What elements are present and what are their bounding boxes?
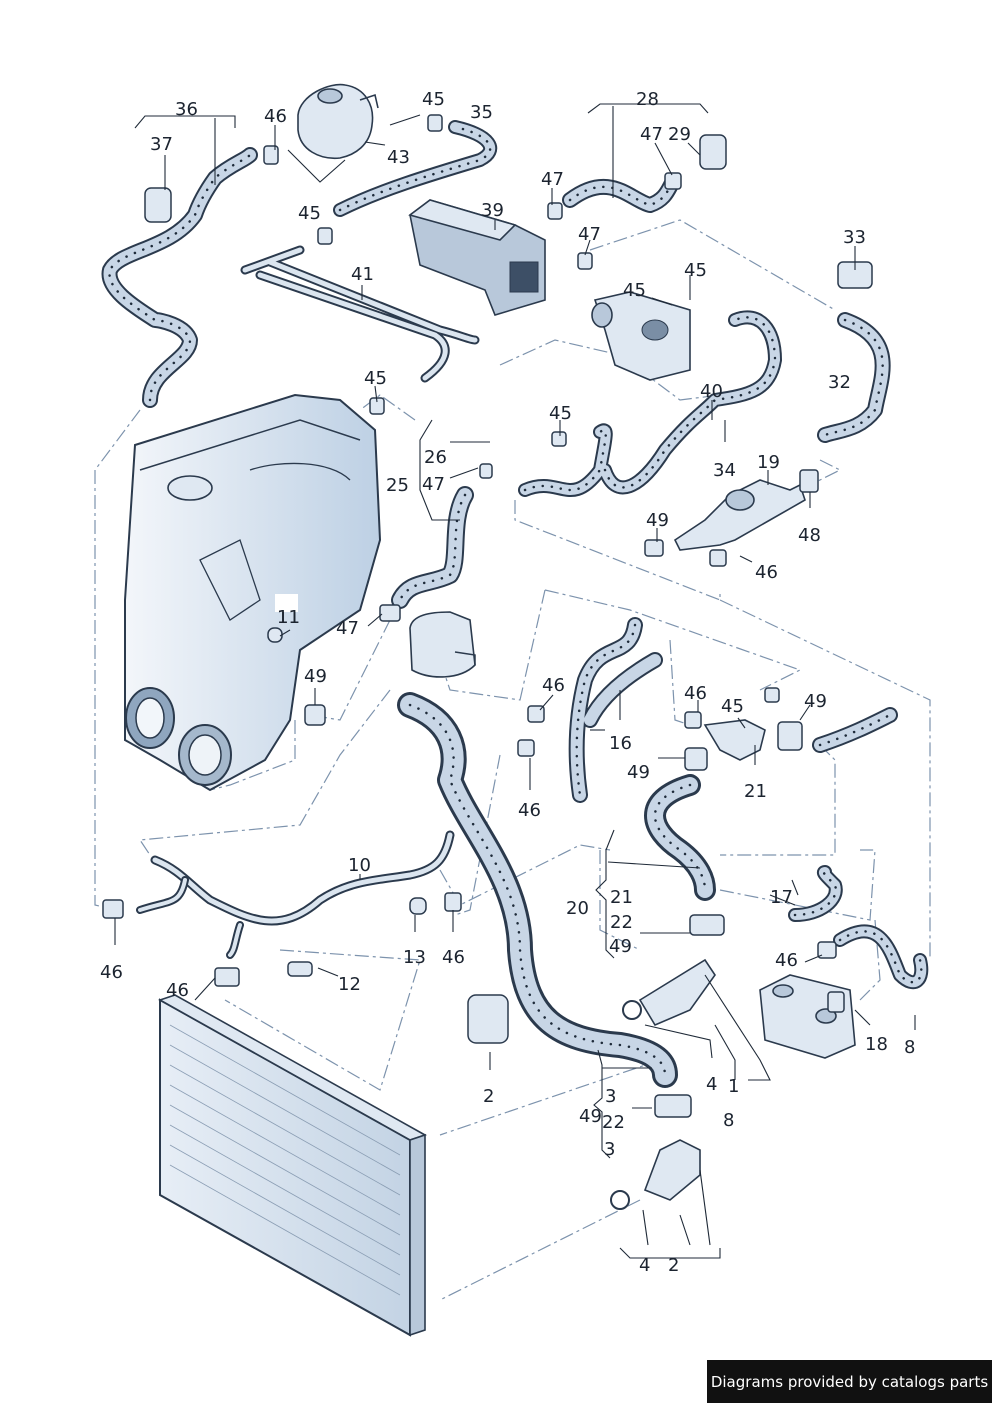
callout-label: 4	[706, 1074, 717, 1095]
callout-label: 48	[798, 525, 821, 546]
callout-label: 46	[755, 562, 778, 583]
t-piece-lower	[610, 1000, 701, 1210]
callout-label: 26	[424, 447, 447, 468]
callout-label: 47	[422, 474, 445, 495]
callout-label: 49	[646, 510, 669, 531]
callout-label: 45	[623, 280, 646, 301]
t-piece-upper	[638, 958, 716, 1027]
egr-valve	[591, 291, 691, 381]
thermostat-housing	[408, 199, 546, 316]
callout-label: 45	[298, 203, 321, 224]
callout-label: 20	[566, 898, 589, 919]
callout-label: 13	[403, 947, 426, 968]
leader-lines	[114, 103, 916, 1259]
callout-label: 49	[579, 1106, 602, 1127]
callout-label: 36	[175, 99, 198, 120]
callout-label: 47	[578, 224, 601, 245]
callout-label: 46	[518, 800, 541, 821]
callout-label: 47	[336, 618, 359, 639]
callout-label: 49	[804, 691, 827, 712]
footer-text: Diagrams provided by catalogs parts	[710, 1372, 989, 1391]
engine-block	[124, 393, 382, 792]
callout-label: 21	[744, 781, 767, 802]
callout-label: 3	[604, 1139, 615, 1160]
callout-label: 32	[828, 372, 851, 393]
callout-label: 12	[338, 974, 361, 995]
callout-label: 41	[351, 264, 374, 285]
callout-label: 11	[277, 607, 300, 628]
callout-label: 39	[481, 200, 504, 221]
callout-label: 43	[387, 147, 410, 168]
callout-label: 2	[668, 1255, 679, 1276]
callout-label: 46	[442, 947, 465, 968]
callout-label: 21	[610, 887, 633, 908]
callout-label: 33	[843, 227, 866, 248]
callout-label: 49	[609, 936, 632, 957]
callout-label: 11	[277, 607, 300, 628]
callout-label: 19	[757, 452, 780, 473]
callout-label: 46	[166, 980, 189, 1001]
callout-label: 49	[627, 762, 650, 783]
label-11-backdrop	[275, 594, 298, 612]
callout-label: 8	[723, 1110, 734, 1131]
callout-label: 28	[636, 89, 659, 110]
callout-label: 45	[684, 260, 707, 281]
callout-label: 4	[639, 1255, 650, 1276]
callout-label: 40	[700, 381, 723, 402]
callout-label: 46	[542, 675, 565, 696]
callout-label: 37	[150, 134, 173, 155]
oil-cooler	[759, 974, 856, 1059]
callout-label: 22	[602, 1112, 625, 1133]
callout-label: 10	[348, 855, 371, 876]
callout-label: 25	[386, 475, 409, 496]
callout-label: 45	[721, 696, 744, 717]
connection-lines	[94, 219, 931, 1301]
expansion-tank	[297, 83, 379, 159]
callout-label: 1	[728, 1076, 739, 1097]
callout-label: 29	[668, 124, 691, 145]
callout-label: 3	[605, 1086, 616, 1107]
callout-label: 47	[640, 124, 663, 145]
callout-label: 46	[264, 106, 287, 127]
callout-label: 8	[904, 1037, 915, 1058]
reservoir	[409, 611, 476, 678]
callout-label: 18	[865, 1034, 888, 1055]
callout-label: 45	[549, 403, 572, 424]
radiator	[158, 994, 427, 1337]
callout-label: 46	[684, 683, 707, 704]
callout-label: 2	[483, 1086, 494, 1107]
callout-label: 45	[422, 89, 445, 110]
callout-label: 22	[610, 912, 633, 933]
footer-credit: Diagrams provided by catalogs parts	[707, 1360, 992, 1403]
callout-label: 47	[541, 169, 564, 190]
callout-label: 49	[304, 666, 327, 687]
callout-label: 16	[609, 733, 632, 754]
hoses	[101, 120, 929, 1088]
callout-label: 34	[713, 460, 736, 481]
connector-21	[703, 719, 766, 761]
callout-label: 45	[364, 368, 387, 389]
coolant-flange	[673, 479, 806, 551]
callout-label: 46	[775, 950, 798, 971]
callout-label: 17	[770, 887, 793, 908]
callout-label: 35	[470, 102, 493, 123]
callout-labels: 36 46 45 35 28 37 47 29 43 47 45 39 47 3…	[100, 89, 915, 1276]
callout-label: 46	[100, 962, 123, 983]
